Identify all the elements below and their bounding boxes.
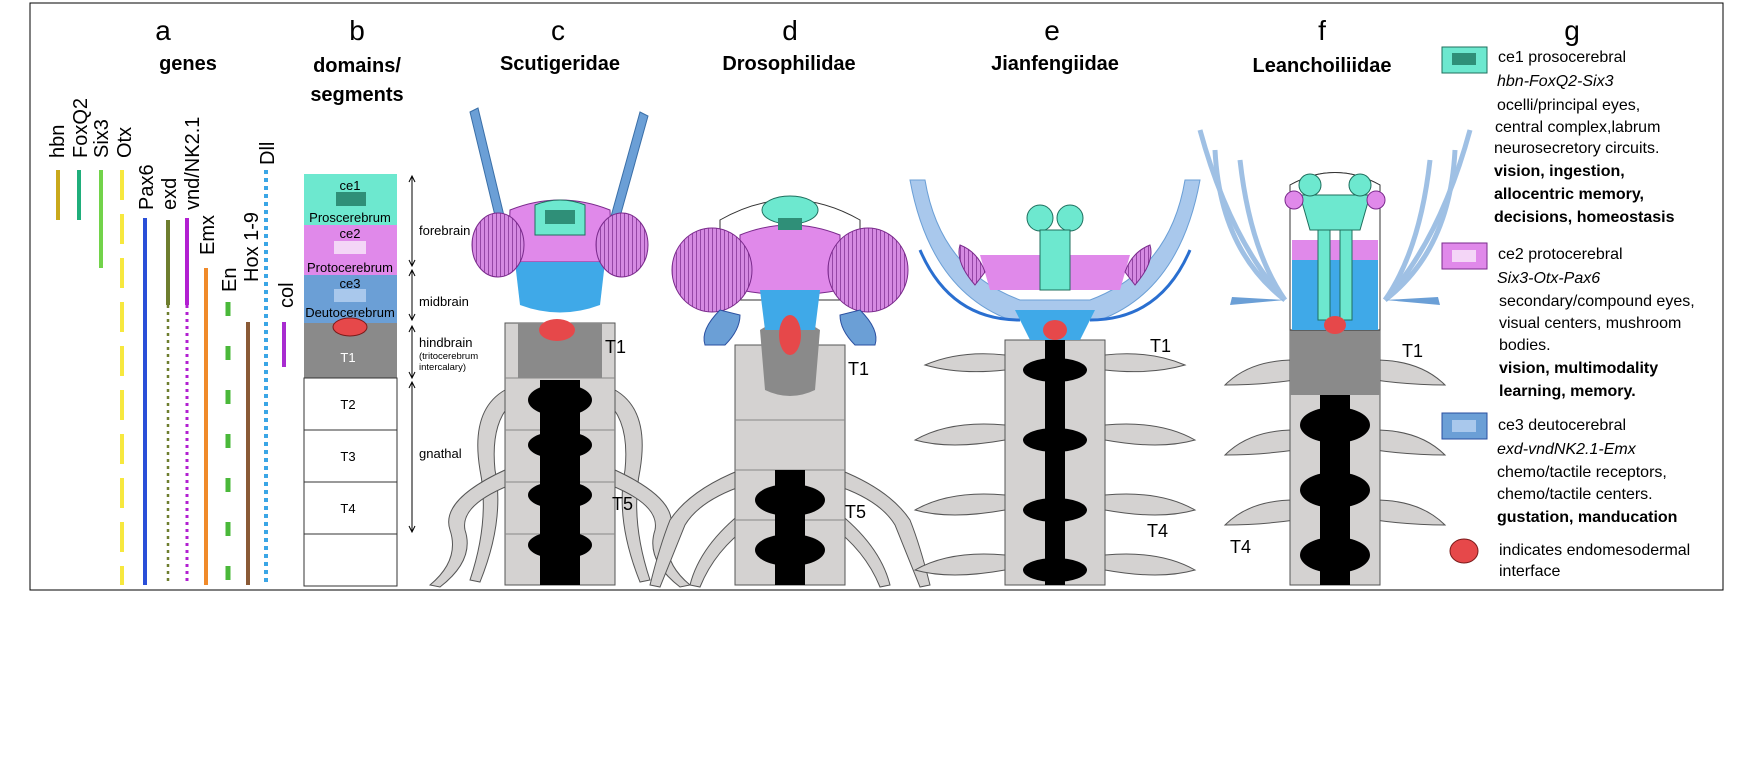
legend-ce1-desc3: neurosecretory circuits. — [1494, 140, 1659, 157]
domain-t2 — [303, 377, 398, 431]
legend-swatch-ce1-inner — [1452, 53, 1476, 65]
gene-label-hox: Hox 1-9 — [241, 212, 263, 282]
domain-label-deutocerebrum: Deutocerebrum — [305, 305, 395, 320]
legend-ce3-func1: gustation, manducation — [1497, 509, 1677, 526]
region-hindbrain: hindbrain — [419, 335, 473, 350]
gene-label-col: col — [276, 282, 298, 308]
leanchoiliidae-t1: T1 — [1402, 341, 1423, 361]
letter-g: g — [1564, 15, 1580, 46]
drosophilidae-illustration — [649, 195, 931, 588]
legend-swatch-ce3-inner — [1452, 420, 1476, 432]
legend-ce2-desc2: visual centers, mushroom — [1499, 315, 1681, 332]
scutigeridae-illustration — [428, 107, 692, 588]
letter-e: e — [1044, 15, 1060, 46]
legend-interface-marker — [1449, 538, 1479, 564]
legend-ce2-func1: vision, multimodality — [1499, 360, 1658, 377]
gene-label-vnd: vnd/NK2.1 — [182, 117, 204, 210]
gene-label-pax6: Pax6 — [136, 164, 158, 210]
jianfengiidae-illustration — [909, 179, 1201, 586]
leanchoiliidae-illustration — [1197, 129, 1473, 586]
domain-t5 — [303, 533, 398, 587]
legend-ce3-desc1: chemo/tactile receptors, — [1497, 464, 1667, 481]
legend-ce1-desc1: ocelli/principal eyes, — [1497, 97, 1640, 114]
region-gnathal: gnathal — [419, 446, 462, 461]
legend-ce2-genes: Six3-Otx-Pax6 — [1497, 270, 1600, 287]
legend-ce2-desc3: bodies. — [1499, 337, 1551, 354]
heading-jianfengiidae: Jianfengiidae — [991, 53, 1119, 75]
legend-ce3-title: ce3 deutocerebral — [1498, 417, 1626, 434]
legend-ce3-genes: exd-vndNK2.1-Emx — [1497, 441, 1637, 458]
region-hindbrain-sub2: intercalary) — [419, 362, 466, 373]
domain-label-ce2: ce2 — [340, 226, 361, 241]
jianfengiidae-t1: T1 — [1150, 336, 1171, 356]
legend-ce2-desc1: secondary/compound eyes, — [1499, 293, 1695, 310]
legend-ce1-desc2: central complex,labrum — [1495, 119, 1660, 136]
legend-ce1-func3: decisions, homeostasis — [1494, 209, 1675, 226]
letter-a: a — [155, 15, 171, 46]
domain-label-t1: T1 — [340, 350, 355, 365]
region-forebrain: forebrain — [419, 223, 470, 238]
legend-interface-line2: interface — [1499, 563, 1560, 580]
domain-t3 — [303, 429, 398, 483]
gene-label-foxq2: FoxQ2 — [70, 98, 92, 158]
legend-ce1-func1: vision, ingestion, — [1494, 163, 1625, 180]
domain-ce3-marker — [334, 289, 366, 302]
legend-ce1-genes: hbn-FoxQ2-Six3 — [1497, 73, 1614, 90]
heading-domains-line2: segments — [310, 84, 403, 106]
legend-ce1-func2: allocentric memory, — [1494, 186, 1644, 203]
domain-interface-marker — [332, 317, 368, 337]
domain-label-proscerebrum: Proscerebrum — [309, 210, 391, 225]
gene-panel: hbn FoxQ2 Six3 Otx Pax6 exd vnd/NK2.1 Em… — [47, 98, 298, 585]
heading-drosophilidae: Drosophilidae — [722, 53, 855, 75]
domain-label-ce3: ce3 — [340, 276, 361, 291]
gene-label-emx: Emx — [197, 215, 219, 255]
domain-panel: ce1 Proscerebrum ce2 Protocerebrum ce3 D… — [303, 174, 478, 587]
gene-label-dll: Dll — [257, 142, 279, 165]
region-hindbrain-sub1: (tritocerebrum — [419, 351, 478, 362]
domain-label-t2: T2 — [340, 397, 355, 412]
letter-b: b — [349, 15, 365, 46]
legend-ce2-func2: learning, memory. — [1499, 383, 1636, 400]
jianfengiidae-t4: T4 — [1147, 521, 1168, 541]
legend-ce3-desc2: chemo/tactile centers. — [1497, 486, 1653, 503]
legend-ce2-title: ce2 protocerebral — [1498, 246, 1623, 263]
gene-label-exd: exd — [159, 178, 181, 210]
domain-label-t3: T3 — [340, 449, 355, 464]
drosophilidae-t5: T5 — [845, 502, 866, 522]
heading-genes: genes — [159, 53, 217, 75]
leanchoiliidae-t4: T4 — [1230, 537, 1251, 557]
heading-domains-line1: domains/ — [313, 55, 401, 77]
heading-leanchoiliidae: Leanchoiliidae — [1253, 55, 1392, 77]
domain-label-ce1: ce1 — [340, 178, 361, 193]
domain-label-t4: T4 — [340, 501, 355, 516]
legend-panel: ce1 prosocerebral hbn-FoxQ2-Six3 ocelli/… — [1441, 46, 1695, 580]
column-headings: a b c d e f g genes domains/ segments Sc… — [155, 15, 1580, 106]
domain-ce2-marker — [334, 241, 366, 254]
domain-label-protocerebrum: Protocerebrum — [307, 260, 393, 275]
region-brackets — [408, 174, 416, 534]
drosophilidae-t1: T1 — [848, 359, 869, 379]
region-midbrain: midbrain — [419, 294, 469, 309]
domain-ce1-marker — [336, 192, 366, 206]
letter-c: c — [551, 15, 565, 46]
legend-swatch-ce2-inner — [1452, 250, 1476, 262]
gene-label-six3: Six3 — [91, 119, 113, 158]
scutigeridae-t5: T5 — [612, 494, 633, 514]
gene-label-hbn: hbn — [47, 125, 69, 158]
gene-label-otx: Otx — [114, 127, 136, 158]
scutigeridae-t1: T1 — [605, 337, 626, 357]
heading-scutigeridae: Scutigeridae — [500, 53, 620, 75]
gene-label-en: En — [219, 268, 241, 292]
legend-interface-line1: indicates endomesodermal — [1499, 542, 1690, 559]
figure-frame — [29, 2, 1724, 591]
legend-ce1-title: ce1 prosocerebral — [1498, 49, 1626, 66]
letter-f: f — [1318, 15, 1326, 46]
letter-d: d — [782, 15, 798, 46]
